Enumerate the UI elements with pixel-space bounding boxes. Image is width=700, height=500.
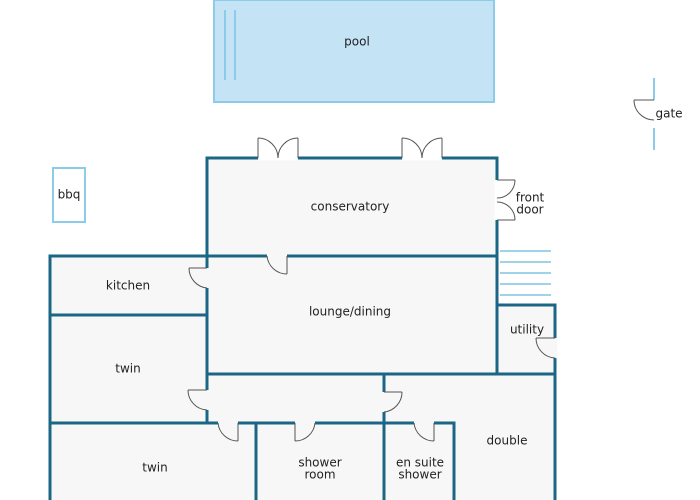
conservatory-door-right[interactable]	[401, 137, 443, 161]
room-en-suite	[382, 421, 456, 500]
door-kitchen[interactable]	[188, 267, 210, 289]
gate-swing-arc	[633, 99, 655, 121]
pool: pool	[213, 0, 495, 103]
door-twin-lower[interactable]	[217, 420, 239, 442]
conservatory-label: conservatory	[311, 200, 390, 214]
en-suite-label-line2: shower	[398, 468, 441, 482]
pool-label: pool	[344, 35, 370, 49]
front-door-label-line2: door	[516, 203, 543, 217]
door-shower-room[interactable]	[294, 420, 316, 442]
room-utility	[495, 303, 557, 376]
shower-room-label-line1: shower	[298, 456, 341, 470]
bbq-label: bbq	[58, 188, 81, 202]
front-door-label-line1: front	[516, 191, 545, 205]
room-kitchen	[48, 254, 209, 317]
double-label: double	[487, 434, 528, 448]
conservatory-door-left[interactable]	[257, 137, 299, 161]
room-twin-lower	[48, 421, 258, 500]
door-twin-upper[interactable]	[187, 389, 210, 411]
bbq-box	[52, 167, 86, 223]
gate-label: gate	[655, 107, 682, 121]
pool-basin	[213, 0, 495, 103]
door-en-suite[interactable]	[413, 420, 435, 442]
en-suite-label-line1: en suite	[396, 456, 444, 470]
front-steps	[500, 250, 551, 296]
door-conservatory-lounge[interactable]	[266, 253, 288, 275]
room-shower	[254, 421, 386, 500]
gate[interactable]: gate	[633, 78, 683, 150]
shower-room-label-line2: room	[304, 468, 335, 482]
bbq: bbq	[52, 167, 86, 223]
room-twin-upper	[48, 313, 209, 425]
twin-upper-label: twin	[115, 362, 140, 376]
utility-label: utility	[510, 323, 544, 337]
front-door[interactable]	[494, 179, 516, 221]
twin-lower-label: twin	[142, 461, 167, 475]
door-utility[interactable]	[535, 337, 558, 359]
door-double[interactable]	[381, 391, 403, 413]
hallway	[205, 372, 386, 425]
lounge-dining-label: lounge/dining	[309, 305, 391, 319]
kitchen-label: kitchen	[106, 279, 150, 293]
